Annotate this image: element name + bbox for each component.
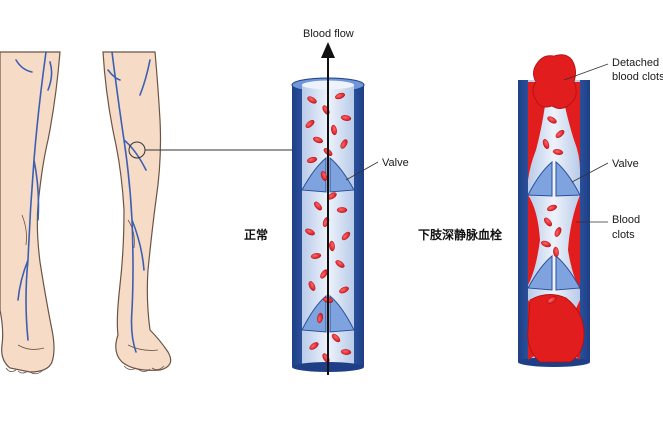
- labels: Blood flow Valve Valve Detached blood cl…: [244, 28, 663, 242]
- legs-illustration: [0, 51, 298, 375]
- right-leg: [102, 51, 172, 371]
- valve-label-clot: Valve: [612, 158, 639, 170]
- detached-clot: [532, 54, 577, 109]
- blood-flow-arrowhead: [321, 42, 335, 58]
- dvt-caption: 下肢深静脉血栓: [418, 227, 502, 242]
- blood-clots-label-line1: Blood: [612, 214, 640, 226]
- detached-clots-label-line1: Detached: [612, 57, 659, 69]
- normal-blood-cells: [305, 92, 352, 363]
- bottom-clot: [527, 294, 585, 363]
- dvt-blood-cells: [541, 116, 565, 304]
- blood-flow-label: Blood flow: [303, 28, 354, 40]
- right-leg-veins: [107, 51, 151, 353]
- dvt-vein: [518, 54, 590, 367]
- left-leg-veins: [15, 51, 53, 341]
- normal-caption: 正常: [244, 227, 268, 242]
- normal-vein: [291, 42, 365, 375]
- blood-clots-label-line2: clots: [612, 229, 635, 241]
- detached-clots-label-line2: blood clots: [612, 71, 663, 83]
- dvt-vein-valves: [527, 160, 581, 291]
- valve-label-normal: Valve: [382, 157, 409, 169]
